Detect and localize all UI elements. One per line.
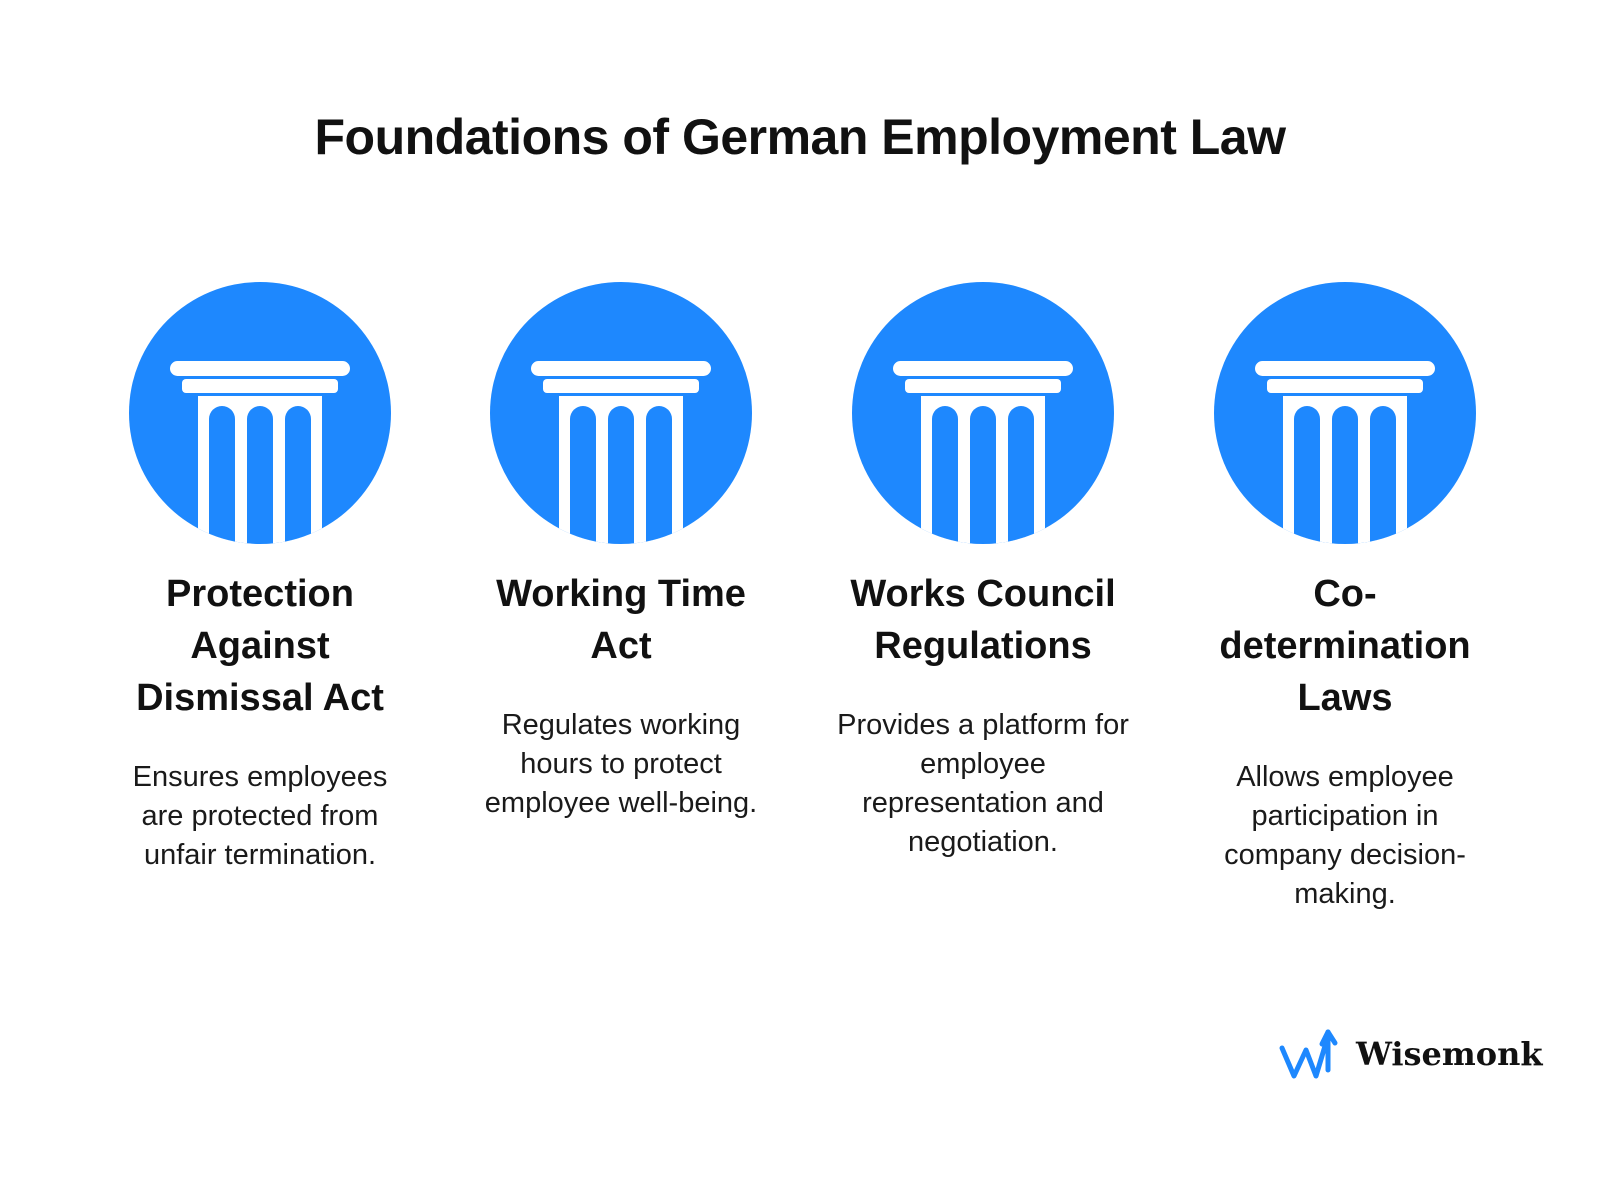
pillar-description: Allows employee participation in company…	[1224, 761, 1466, 910]
pillar-description: Provides a platform for employee represe…	[837, 709, 1129, 858]
pillars-row: Protection Against Dismissal Act Ensures…	[0, 282, 1600, 982]
pillar-card-dismissal: Protection Against Dismissal Act Ensures…	[95, 282, 425, 875]
pillar-column-icon	[1214, 282, 1476, 544]
pillar-column-icon	[852, 282, 1114, 544]
wave-arrow-logo-icon	[1279, 1029, 1338, 1079]
pillar-description: Ensures employees are protected from unf…	[132, 761, 388, 871]
pillar-card-working-time: Working Time Act Regulates working hours…	[456, 282, 786, 823]
pillar-heading: Protection Against Dismissal Act	[136, 573, 384, 719]
pillar-column-icon	[129, 282, 391, 544]
brand-name: Wisemonk	[1356, 1035, 1543, 1073]
pillar-description: Regulates working hours to protect emplo…	[484, 709, 758, 819]
pillar-heading: Works Council Regulations	[850, 573, 1116, 667]
brand-logo: Wisemonk	[1278, 1024, 1543, 1084]
pillar-heading: Co-determination Laws	[1219, 573, 1471, 719]
pillar-heading: Working Time Act	[496, 573, 746, 667]
pillar-column-icon	[490, 282, 752, 544]
page-title: Foundations of German Employment Law	[314, 109, 1286, 165]
pillar-card-codetermination: Co-determination Laws Allows employee pa…	[1180, 282, 1510, 914]
pillar-card-works-council: Works Council Regulations Provides a pla…	[818, 282, 1148, 862]
